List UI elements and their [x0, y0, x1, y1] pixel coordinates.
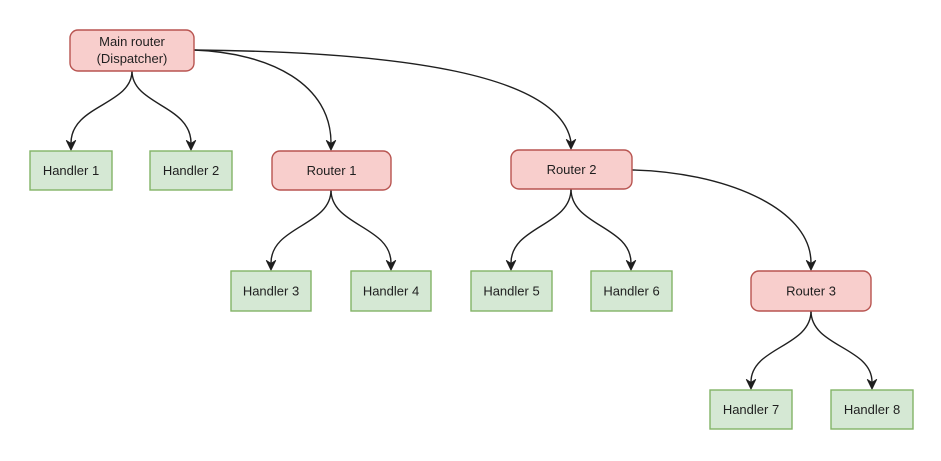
edge-router-1-to-handler-3[interactable] [265, 189, 332, 271]
edge-line [193, 49, 572, 143]
arrow-head-icon [385, 260, 397, 271]
node-handler-7[interactable]: Handler 7 [709, 389, 793, 430]
edge-line [270, 189, 332, 264]
handler-8-shape [830, 389, 914, 430]
node-handler-5[interactable]: Handler 5 [470, 270, 553, 312]
edge-main-to-handler-2[interactable] [131, 70, 197, 151]
edges-layer [65, 49, 878, 390]
router-2-shape [510, 149, 633, 190]
node-handler-1[interactable]: Handler 1 [29, 150, 113, 191]
arrow-head-icon [65, 140, 77, 151]
arrow-head-icon [505, 260, 517, 271]
edge-router-2-to-handler-5[interactable] [505, 188, 572, 271]
node-router-1[interactable]: Router 1 [271, 150, 392, 191]
edge-line [330, 189, 392, 264]
arrow-head-icon [866, 379, 878, 390]
handler-4-shape [350, 270, 432, 312]
edge-main-to-router-1[interactable] [193, 49, 337, 151]
node-handler-8[interactable]: Handler 8 [830, 389, 914, 430]
edge-line [632, 169, 812, 264]
nodes-layer: Main router(Dispatcher) Handler 1 Handler … [29, 29, 914, 430]
handler-5-shape [470, 270, 553, 312]
arrow-head-icon [625, 260, 637, 271]
handler-3-shape [230, 270, 312, 312]
node-handler-3[interactable]: Handler 3 [230, 270, 312, 312]
arrow-head-icon [745, 379, 757, 390]
node-main-router[interactable]: Main router(Dispatcher) [69, 29, 195, 72]
router-3-shape [750, 270, 872, 312]
arrow-head-icon [805, 260, 817, 271]
handler-6-shape [590, 270, 673, 312]
main-router-shape [69, 29, 195, 72]
edge-main-to-handler-1[interactable] [65, 70, 133, 151]
handler-1-shape [29, 150, 113, 191]
edge-router-2-to-router-3[interactable] [632, 169, 817, 271]
edge-router-1-to-handler-4[interactable] [330, 189, 397, 271]
node-router-2[interactable]: Router 2 [510, 149, 633, 190]
arrow-head-icon [325, 140, 337, 151]
arrow-head-icon [565, 139, 577, 150]
node-handler-4[interactable]: Handler 4 [350, 270, 432, 312]
edge-line [750, 310, 812, 383]
edge-line [131, 70, 192, 144]
node-handler-6[interactable]: Handler 6 [590, 270, 673, 312]
handler-7-shape [709, 389, 793, 430]
edge-line [810, 310, 873, 383]
edge-line [510, 188, 572, 264]
arrow-head-icon [265, 260, 277, 271]
node-router-3[interactable]: Router 3 [750, 270, 872, 312]
edge-router-3-to-handler-8[interactable] [810, 310, 878, 390]
edge-line [193, 49, 332, 144]
edge-line [570, 188, 632, 264]
router-1-shape [271, 150, 392, 191]
edge-router-2-to-handler-6[interactable] [570, 188, 637, 271]
edge-router-3-to-handler-7[interactable] [745, 310, 812, 390]
arrow-head-icon [185, 140, 197, 151]
edge-line [70, 70, 133, 144]
node-handler-2[interactable]: Handler 2 [149, 150, 233, 191]
edge-main-to-router-2[interactable] [193, 49, 577, 150]
handler-2-shape [149, 150, 233, 191]
